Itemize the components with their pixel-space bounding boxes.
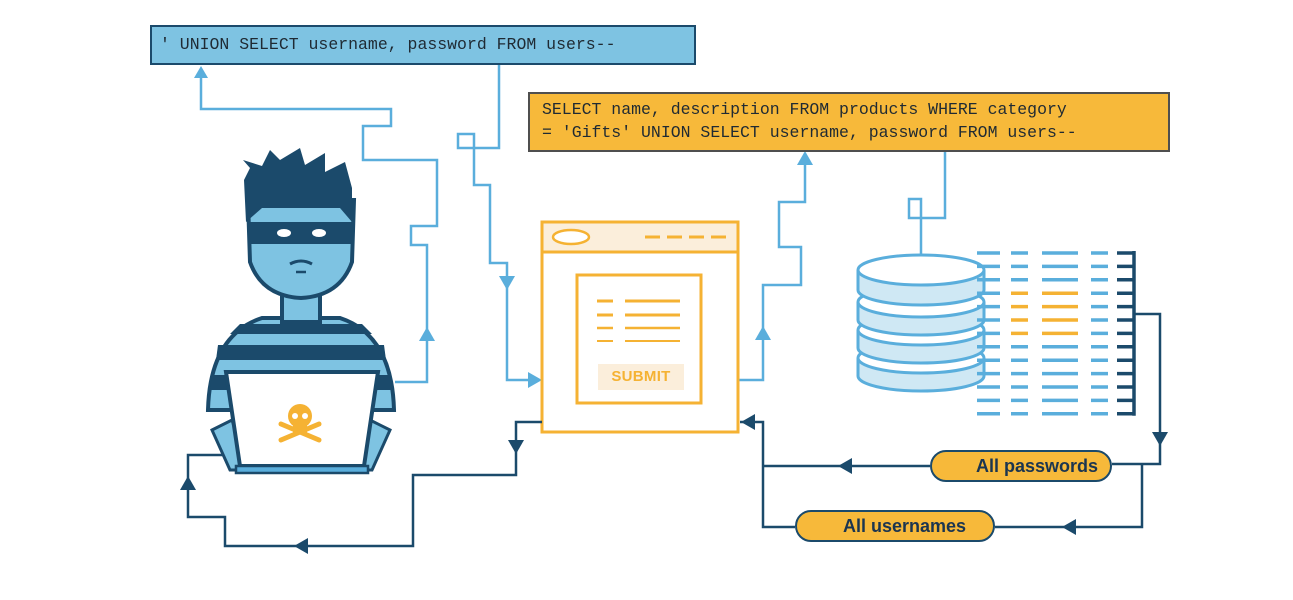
web-form-window (540, 220, 740, 434)
arrow-up-from-laptop (419, 327, 435, 341)
payload-text: ' UNION SELECT username, password FROM u… (160, 35, 616, 54)
arrow-up-from-form (755, 326, 771, 340)
all-passwords-label: All passwords (976, 456, 1099, 476)
arrow-left-into-form (741, 414, 755, 430)
database-table-rows (977, 251, 1136, 416)
arrow-down-from-form (508, 440, 524, 454)
arrow-down-from-database (1152, 432, 1168, 446)
hacker-figure-icon (205, 148, 397, 475)
window-address-bar-icon (551, 228, 591, 246)
connector-attacker-to-payload (199, 75, 439, 384)
submit-button: SUBMIT (598, 364, 684, 390)
arrow-up-to-query (797, 151, 813, 165)
arrow-left-bottom (294, 538, 308, 554)
form-text-lines (597, 299, 680, 342)
arrow-up-to-payload (194, 66, 208, 78)
arrow-down-to-form (499, 276, 515, 290)
database-icon (856, 253, 986, 393)
arrow-left-usernames (1062, 519, 1076, 535)
skull-crossbones-icon (278, 404, 322, 443)
arrow-right-into-form (528, 372, 542, 388)
arrow-up-to-attacker (180, 476, 196, 490)
all-usernames-label: All usernames (843, 516, 967, 536)
sql-query-box: SELECT name, description FROM products W… (528, 92, 1170, 152)
all-passwords-badge: All passwords (930, 450, 1112, 482)
connector-payload-to-form (456, 65, 530, 382)
payload-box: ' UNION SELECT username, password FROM u… (150, 25, 696, 65)
query-line-1: SELECT name, description FROM products W… (542, 100, 1067, 119)
connector-form-to-query (738, 160, 807, 382)
arrow-left-passwords (838, 458, 852, 474)
query-line-2: = 'Gifts' UNION SELECT username, passwor… (542, 123, 1077, 142)
all-usernames-badge: All usernames (795, 510, 995, 542)
connector-query-to-database (907, 152, 947, 255)
